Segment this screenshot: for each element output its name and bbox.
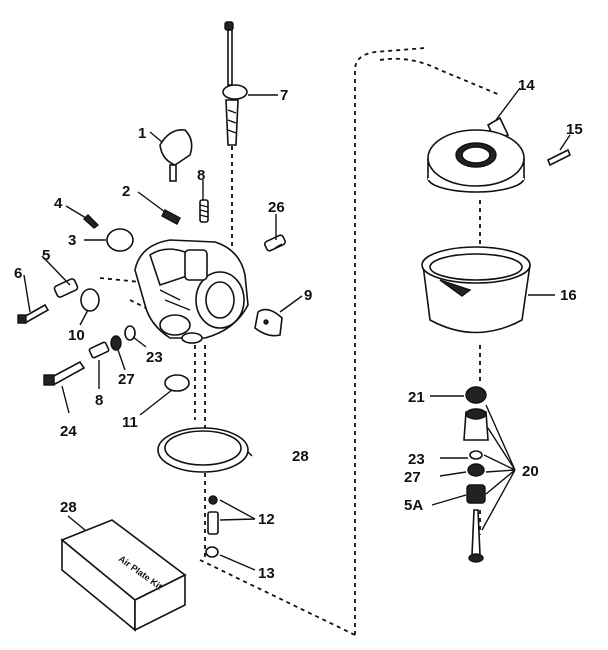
part-20-bowl-nut-assembly bbox=[463, 386, 489, 563]
part-9-plate bbox=[254, 308, 283, 337]
callout-23a: 23 bbox=[146, 349, 163, 366]
callout-5a: 5A bbox=[404, 497, 423, 514]
part-3-plate bbox=[106, 228, 134, 252]
callout-14: 14 bbox=[518, 77, 535, 94]
callout-6: 6 bbox=[14, 265, 22, 282]
callout-4: 4 bbox=[54, 195, 63, 212]
callout-5: 5 bbox=[42, 247, 50, 264]
part-13-washer bbox=[205, 546, 219, 558]
part-16-float-bowl bbox=[421, 246, 531, 334]
callout-23b: 23 bbox=[408, 451, 425, 468]
callout-26: 26 bbox=[268, 199, 285, 216]
callout-3: 3 bbox=[68, 232, 76, 249]
callout-9: 9 bbox=[304, 287, 312, 304]
part-28-gasket-ring bbox=[157, 427, 249, 473]
float bbox=[427, 129, 525, 193]
part-4-screw bbox=[82, 214, 100, 229]
callout-16: 16 bbox=[560, 287, 577, 304]
callout-12: 12 bbox=[258, 511, 275, 528]
part-6-screw bbox=[17, 303, 50, 325]
part-5-spring bbox=[53, 278, 79, 298]
callout-10: 10 bbox=[68, 327, 85, 344]
part-27-packing bbox=[110, 335, 122, 351]
alignment-lines bbox=[99, 47, 501, 636]
callout-8: 8 bbox=[197, 167, 205, 184]
callout-labels: 1 2 3 4 5 6 7 8 8 9 10 11 12 13 14 15 16… bbox=[14, 77, 583, 582]
part-6b-spring bbox=[88, 341, 110, 359]
part-12-parts bbox=[207, 495, 219, 535]
callout-20: 20 bbox=[522, 463, 539, 480]
callout-28a: 28 bbox=[292, 448, 309, 465]
part-2-screw bbox=[161, 209, 181, 225]
part-11-plug bbox=[164, 374, 190, 392]
callout-8b: 8 bbox=[95, 392, 103, 409]
callout-21: 21 bbox=[408, 389, 425, 406]
part-23-washer bbox=[124, 325, 136, 341]
part-15-float-pin bbox=[546, 148, 572, 167]
callout-leaders bbox=[23, 87, 571, 571]
callout-7: 7 bbox=[280, 87, 288, 104]
callout-24: 24 bbox=[60, 423, 77, 440]
callout-27a: 27 bbox=[118, 371, 135, 388]
callout-28b: 28 bbox=[60, 499, 77, 516]
part-8-spring bbox=[199, 199, 209, 223]
part-1-throttle-lever bbox=[159, 128, 193, 182]
callout-27b: 27 bbox=[404, 469, 421, 486]
carburetor-body bbox=[134, 239, 249, 344]
callout-13: 13 bbox=[258, 565, 275, 582]
callout-2: 2 bbox=[122, 183, 130, 200]
callout-15: 15 bbox=[566, 121, 583, 138]
part-26-spring bbox=[264, 234, 286, 252]
part-7-choke-shaft bbox=[222, 21, 248, 146]
part-24-needle bbox=[43, 360, 86, 386]
part-10-gasket bbox=[80, 288, 100, 312]
callout-11: 11 bbox=[122, 414, 138, 431]
callout-1: 1 bbox=[138, 125, 146, 142]
air-plate-kit-box bbox=[60, 519, 187, 632]
